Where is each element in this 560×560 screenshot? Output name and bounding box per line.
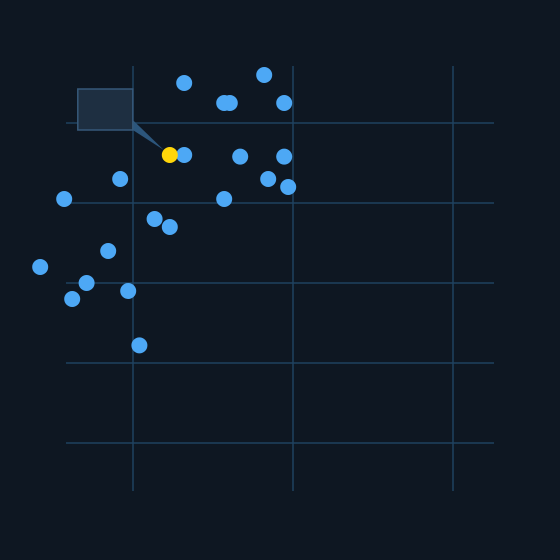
data-point bbox=[64, 291, 81, 307]
data-point bbox=[276, 95, 293, 111]
data-point bbox=[216, 191, 233, 207]
data-point bbox=[146, 211, 163, 227]
grid-lines bbox=[66, 66, 494, 491]
data-point bbox=[112, 171, 129, 187]
data-point bbox=[131, 337, 148, 354]
data-point bbox=[78, 275, 95, 291]
data-point bbox=[176, 147, 193, 163]
data-point bbox=[56, 191, 73, 207]
data-point bbox=[176, 75, 193, 91]
data-point-highlighted bbox=[161, 147, 178, 163]
data-point bbox=[260, 171, 277, 187]
data-point bbox=[32, 259, 49, 275]
data-point bbox=[100, 243, 117, 259]
data-point bbox=[276, 148, 293, 165]
data-point bbox=[161, 219, 178, 235]
data-point bbox=[120, 283, 137, 299]
data-point bbox=[232, 148, 249, 165]
data-point bbox=[280, 179, 297, 195]
tooltip-pointer bbox=[132, 120, 164, 150]
tooltip-callout bbox=[77, 88, 164, 150]
tooltip-box bbox=[77, 88, 134, 131]
data-point bbox=[256, 67, 273, 83]
data-point bbox=[216, 95, 233, 111]
data-points bbox=[32, 67, 297, 354]
